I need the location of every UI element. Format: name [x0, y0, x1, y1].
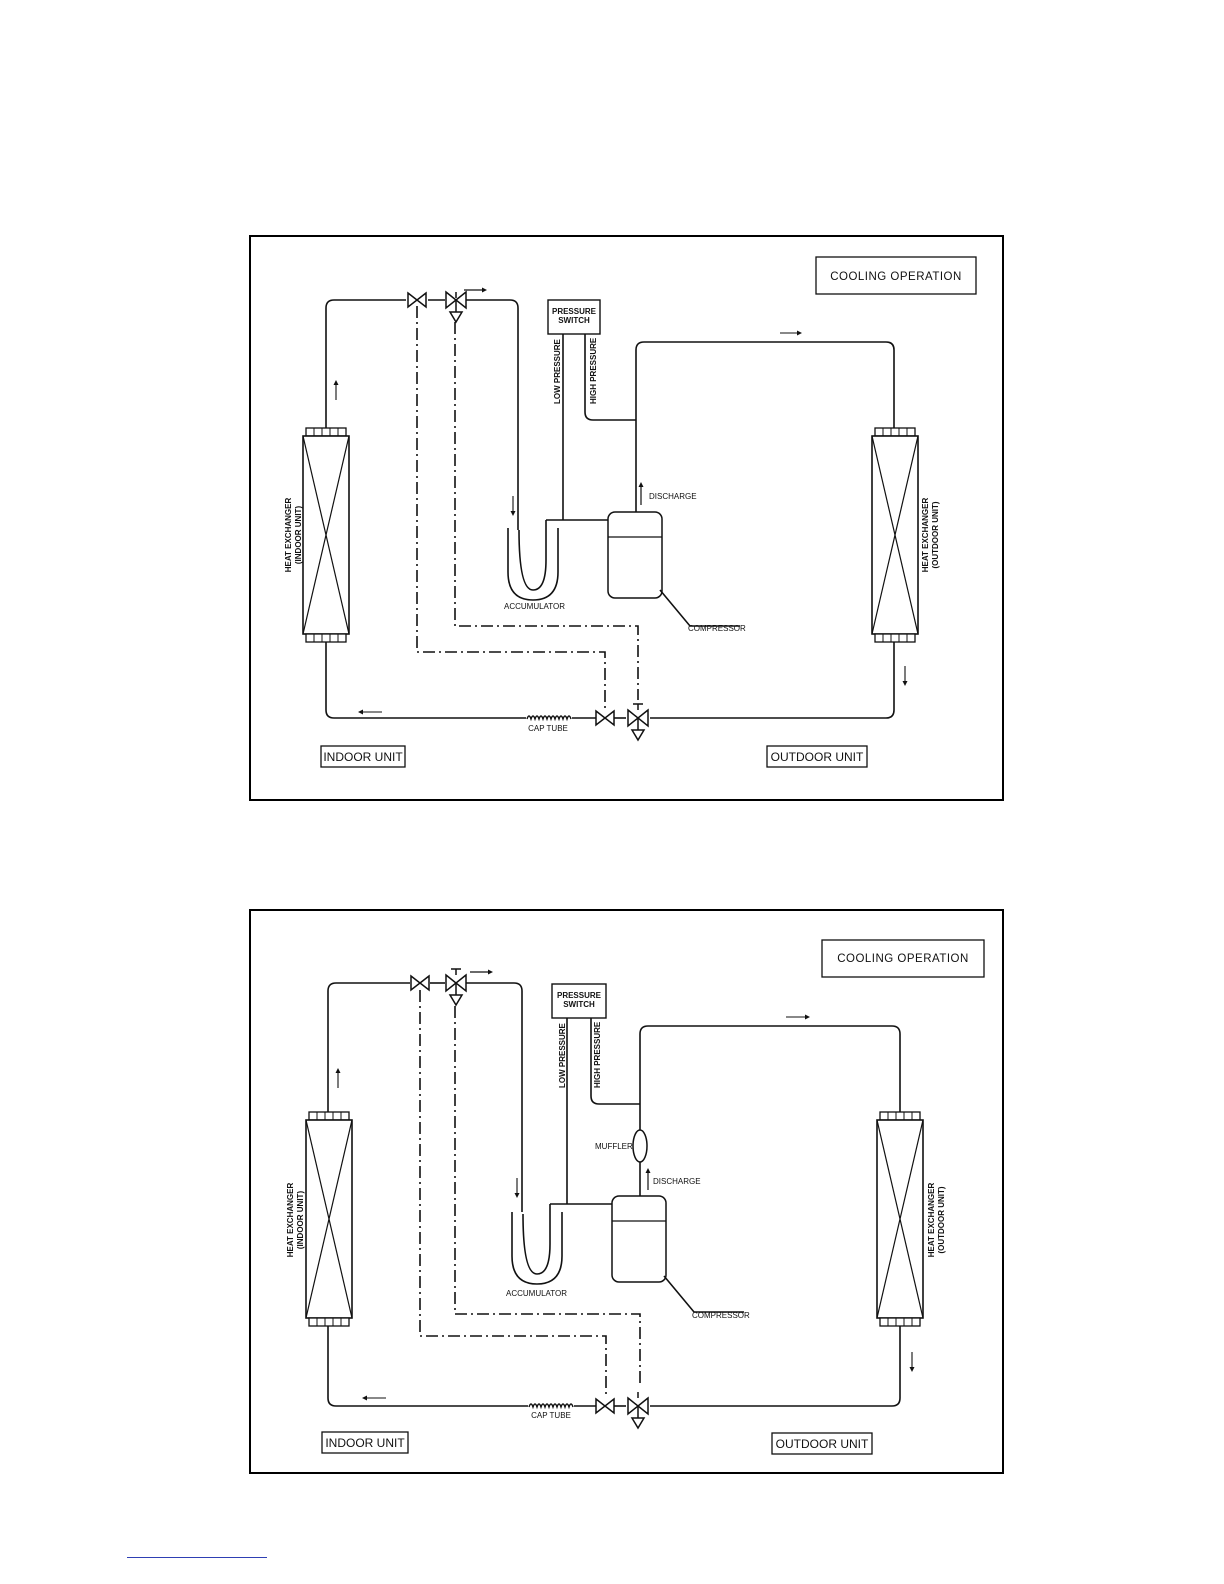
indoor-lower-line — [325, 640, 526, 719]
high-pressure-label: HIGH PRESSURE — [589, 337, 598, 404]
low-pressure-label: LOW PRESSURE — [558, 1022, 567, 1088]
discharge-line — [635, 341, 895, 512]
discharge-label: DISCHARGE — [653, 1177, 701, 1186]
outdoor-lower-line — [650, 640, 895, 719]
title-box — [821, 939, 985, 978]
indoor-heat-exchanger — [302, 427, 350, 643]
valve-top-right — [445, 290, 467, 324]
pressure-switch — [551, 983, 607, 1019]
outdoor-hx-label-1: HEAT EXCHANGER — [927, 1183, 936, 1258]
flow-arrow-up-indoor — [333, 380, 339, 400]
compressor-label: COMPRESSOR — [692, 1311, 750, 1320]
flow-arrow-right-top — [786, 1014, 810, 1020]
cap-tube-label: CAP TUBE — [531, 1411, 571, 1420]
flow-arrow-left-bottom — [358, 709, 382, 715]
outdoor-unit-label: OUTDOOR UNIT — [776, 1437, 869, 1451]
service-line-1 — [419, 990, 607, 1398]
service-line-2 — [454, 1006, 641, 1386]
indoor-hx-label-2: (INDOOR UNIT) — [296, 1191, 305, 1250]
indoor-hx-label-1: HEAT EXCHANGER — [284, 498, 293, 573]
diagram-title: COOLING OPERATION — [830, 271, 962, 283]
diagram-title: COOLING OPERATION — [837, 953, 969, 965]
flow-arrow-left-bottom — [362, 1395, 386, 1401]
diagram-frame — [249, 909, 1004, 1474]
indoor-upper-line — [325, 299, 406, 428]
valve-bottom-right — [627, 1392, 649, 1430]
muffler-label: MUFFLER — [595, 1142, 633, 1151]
footer-divider — [127, 1557, 267, 1558]
high-pressure-line — [590, 1018, 640, 1105]
discharge-label: DISCHARGE — [649, 492, 697, 501]
flow-arrow-down-outdoor — [902, 666, 908, 686]
outdoor-hx-label-2: (OUTDOOR UNIT) — [937, 1186, 946, 1253]
outdoor-heat-exchanger — [871, 427, 919, 643]
compressor — [607, 511, 663, 599]
indoor-unit-label: INDOOR UNIT — [323, 750, 403, 764]
low-pressure-label: LOW PRESSURE — [553, 338, 562, 404]
valve-bottom-left — [595, 710, 615, 726]
valve-top-left — [410, 975, 430, 991]
compressor — [611, 1195, 667, 1283]
outdoor-unit-box — [766, 745, 868, 768]
pressure-switch — [547, 299, 601, 335]
cap-tube — [528, 1403, 574, 1408]
cap-tube-label: CAP TUBE — [528, 724, 568, 733]
outdoor-unit-label: OUTDOOR UNIT — [771, 750, 864, 764]
accumulator — [511, 1212, 563, 1285]
title-box — [815, 256, 977, 295]
valve-bottom-right — [627, 703, 649, 742]
outdoor-hx-label-1: HEAT EXCHANGER — [921, 498, 930, 573]
valve-top-right — [445, 968, 467, 1007]
diagram-frame — [249, 235, 1004, 801]
compressor-label: COMPRESSOR — [688, 624, 746, 633]
flow-arrow-up-indoor — [335, 1068, 341, 1088]
flow-arrow-right-top — [780, 330, 802, 336]
accumulator — [507, 528, 559, 601]
indoor-lower-line — [327, 1324, 528, 1407]
indoor-heat-exchanger — [305, 1111, 353, 1327]
cap-tube — [526, 715, 572, 720]
indoor-unit-box — [320, 745, 406, 768]
discharge-line — [639, 1025, 901, 1130]
accumulator-label: ACCUMULATOR — [506, 1289, 567, 1298]
muffler — [632, 1129, 648, 1163]
indoor-hx-label-2: (INDOOR UNIT) — [294, 506, 303, 565]
outdoor-unit-box — [771, 1432, 873, 1455]
service-line-2 — [454, 322, 639, 700]
high-pressure-line — [584, 334, 636, 421]
suction-line — [466, 982, 523, 1212]
flow-arrow-down-suction — [510, 496, 516, 516]
indoor-upper-line — [327, 982, 410, 1112]
flow-arrow-down-outdoor — [909, 1352, 915, 1372]
indoor-hx-label-1: HEAT EXCHANGER — [286, 1183, 295, 1258]
accumulator-label: ACCUMULATOR — [504, 602, 565, 611]
high-pressure-label: HIGH PRESSURE — [593, 1021, 602, 1088]
service-line-1 — [416, 306, 606, 710]
indoor-unit-box — [321, 1431, 409, 1454]
flow-arrow-down-suction — [514, 1178, 520, 1198]
outdoor-lower-line — [650, 1324, 901, 1407]
valve-top-left — [407, 292, 427, 308]
outdoor-hx-label-2: (OUTDOOR UNIT) — [931, 501, 940, 568]
outdoor-heat-exchanger — [876, 1111, 924, 1327]
indoor-unit-label: INDOOR UNIT — [325, 1436, 405, 1450]
suction-line — [466, 299, 519, 530]
valve-bottom-left — [595, 1398, 615, 1414]
